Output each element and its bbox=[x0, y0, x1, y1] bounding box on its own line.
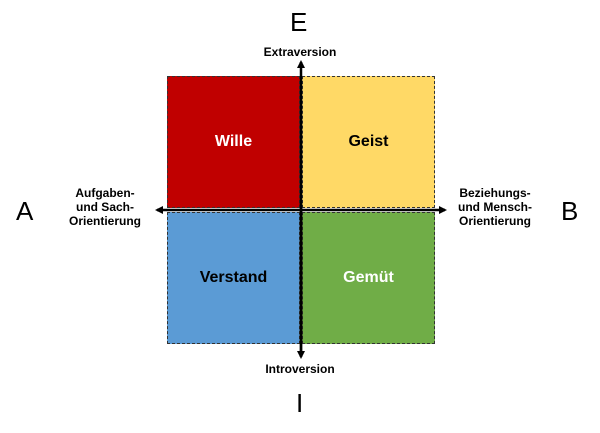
axis-label-right-line: und Mensch- bbox=[458, 200, 532, 214]
axis-letter-i: I bbox=[296, 388, 304, 418]
axis-label-left-line: Orientierung bbox=[68, 214, 141, 228]
quadrant-label-geist: Geist bbox=[348, 133, 389, 150]
axis-label-left: Aufgaben- und Sach- Orientierung bbox=[50, 186, 160, 228]
axis-letter-a: A bbox=[16, 196, 34, 226]
quadrant-gemuet: Gemüt bbox=[302, 212, 435, 344]
axis-label-left-line: und Sach- bbox=[75, 200, 134, 214]
quadrant-label-wille: Wille bbox=[214, 133, 253, 150]
quadrant-geist: Geist bbox=[302, 76, 435, 208]
axis-label-left-line: Aufgaben- bbox=[75, 186, 135, 200]
axis-label-right-line: Beziehungs- bbox=[459, 186, 531, 200]
axis-letter-e: E bbox=[290, 7, 308, 37]
axis-label-extraversion: Extraversion bbox=[263, 45, 337, 59]
axis-label-right-line: Orientierung bbox=[458, 214, 531, 228]
quadrant-verstand: Verstand bbox=[167, 212, 300, 344]
axis-letter-b: B bbox=[561, 196, 579, 226]
axis-label-introversion: Introversion bbox=[265, 362, 335, 376]
quadrant-wille: Wille bbox=[167, 76, 300, 208]
axis-label-right: Beziehungs- und Mensch- Orientierung bbox=[440, 186, 550, 228]
quadrant-label-verstand: Verstand bbox=[199, 269, 268, 286]
quadrant-label-gemuet: Gemüt bbox=[343, 269, 394, 286]
